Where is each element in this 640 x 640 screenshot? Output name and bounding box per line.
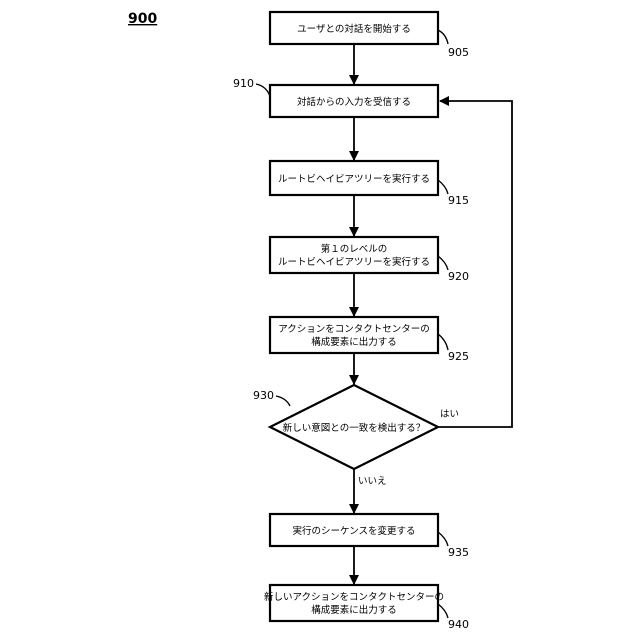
ref-910-leader <box>256 84 270 96</box>
decision-930-text: 新しい意図との一致を検出する？ <box>283 422 425 434</box>
step-915-text-line-1: ルートビヘイビアツリーを実行する <box>278 173 430 185</box>
step-925-text-line-2: 構成要素に出力する <box>311 336 397 348</box>
ref-920-leader <box>438 256 448 270</box>
step-920: 第１のレベルの ルートビヘイビアツリーを実行する <box>270 237 438 273</box>
step-925: アクションをコンタクトセンターの 構成要素に出力する <box>270 317 438 353</box>
step-940-text-line-2: 構成要素に出力する <box>311 604 397 616</box>
step-905-text-line-1: ユーザとの対話を開始する <box>297 23 411 35</box>
step-915: ルートビヘイビアツリーを実行する <box>270 161 438 195</box>
step-905: ユーザとの対話を開始する <box>270 12 438 44</box>
ref-905: 905 <box>448 46 469 59</box>
ref-905-leader <box>438 30 448 44</box>
ref-915-leader <box>438 180 448 194</box>
ref-925-leader <box>438 334 448 350</box>
ref-925: 925 <box>448 350 469 363</box>
ref-930: 930 <box>253 389 274 402</box>
ref-920: 920 <box>448 270 469 283</box>
yes-label: はい <box>440 409 459 420</box>
decision-930: 新しい意図との一致を検出する？ <box>270 385 438 469</box>
ref-935: 935 <box>448 546 469 559</box>
step-920-text-line-2: ルートビヘイビアツリーを実行する <box>278 256 430 268</box>
step-925-text-line-1: アクションをコンタクトセンターの <box>278 324 430 335</box>
step-935: 実行のシーケンスを変更する <box>270 514 438 546</box>
step-935-text-line-1: 実行のシーケンスを変更する <box>292 525 415 537</box>
figure-number: 900 <box>128 11 157 27</box>
ref-935-leader <box>438 532 448 546</box>
ref-915: 915 <box>448 194 469 207</box>
no-label: いいえ <box>358 476 387 487</box>
step-940-text-line-1: 新しいアクションをコンタクトセンターの <box>264 591 444 603</box>
ref-930-leader <box>276 396 290 406</box>
step-910: 対話からの入力を受信する <box>270 85 438 117</box>
step-910-text-line-1: 対話からの入力を受信する <box>297 96 411 108</box>
ref-940-leader <box>438 604 448 618</box>
arrow-yes-loop <box>438 101 512 427</box>
step-920-text-line-1: 第１のレベルの <box>321 243 388 255</box>
ref-910: 910 <box>233 77 254 90</box>
step-940: 新しいアクションをコンタクトセンターの 構成要素に出力する <box>264 585 444 621</box>
ref-940: 940 <box>448 618 469 631</box>
